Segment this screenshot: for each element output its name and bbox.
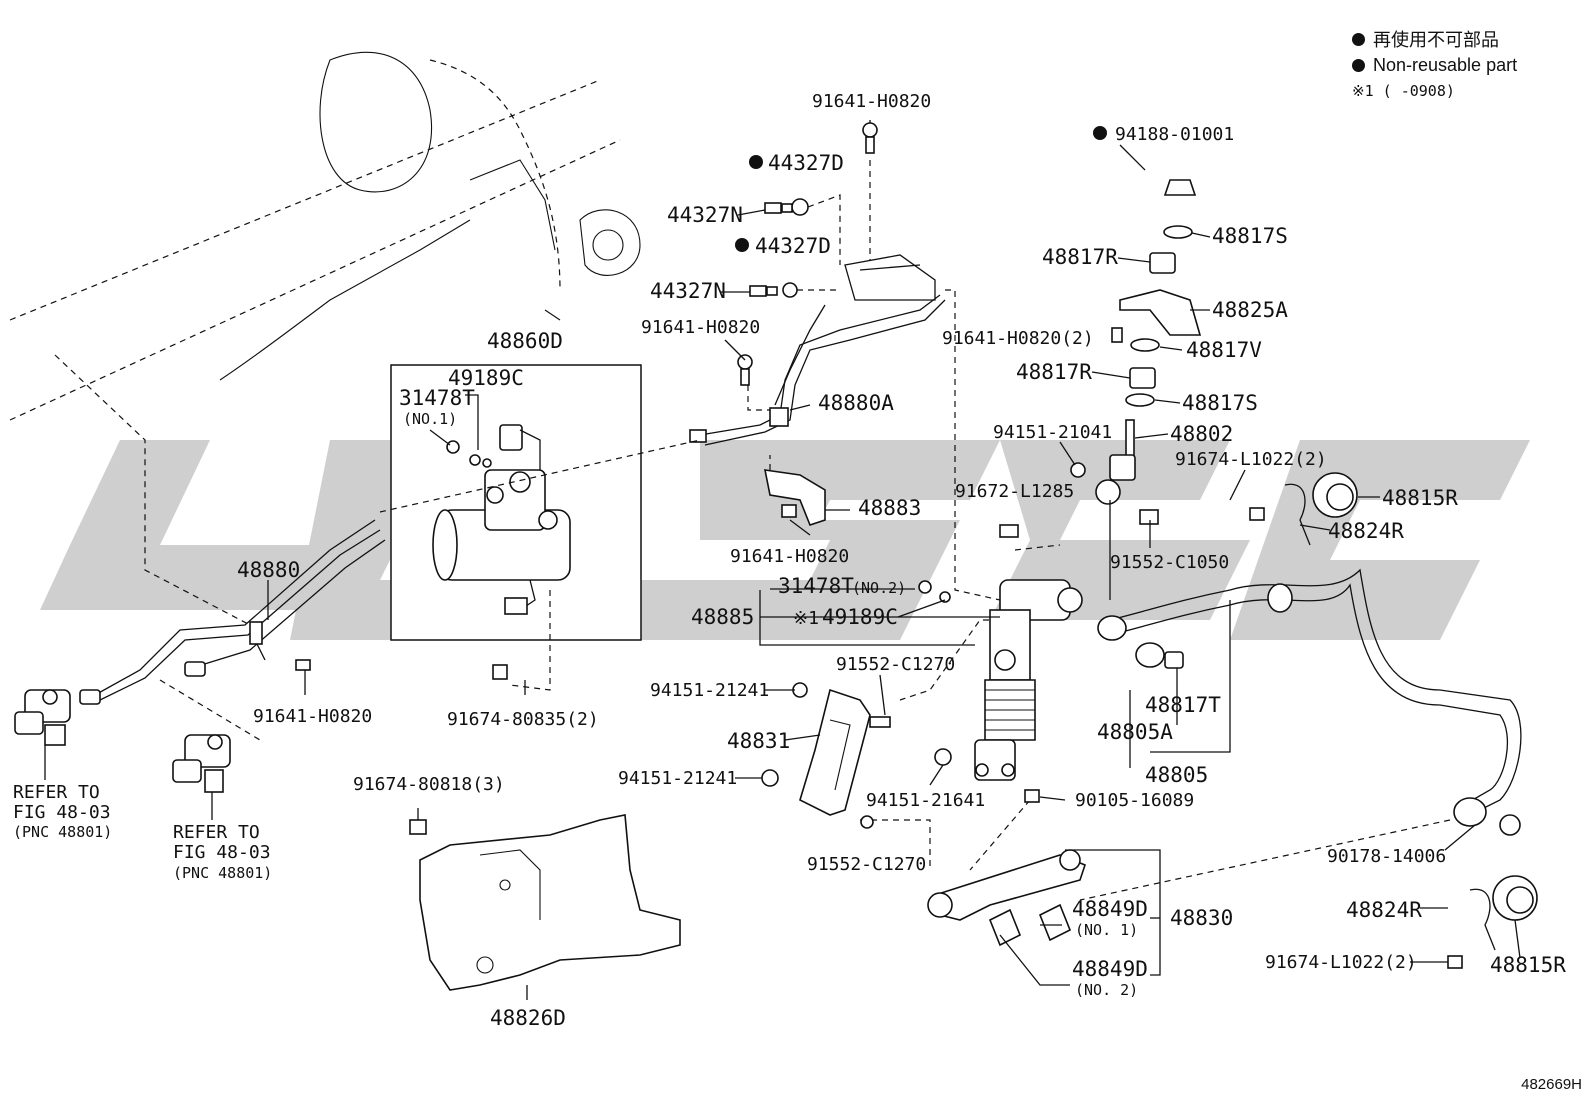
label-48831: 48831 (727, 729, 790, 753)
label-refer-b-3: (PNC 48801) (173, 864, 272, 882)
label-44327d-b: 44327D (755, 234, 831, 258)
label-48824r-b: 48824R (1346, 898, 1422, 922)
label-91641-h0820-2: 91641-H0820(2) (942, 328, 1094, 349)
bracket-48883 (763, 455, 826, 526)
label-48817s-b: 48817S (1182, 391, 1258, 415)
label-48883: 48883 (858, 496, 921, 520)
label-refer-a-1: REFER TO (13, 782, 100, 803)
label-48817r-b: 48817R (1016, 360, 1092, 384)
label-94188-01001: 94188-01001 (1115, 124, 1234, 145)
bushing-stack (1111, 179, 1202, 407)
lower-arm-48830 (927, 799, 1086, 947)
label-31478t-no2-sub: (NO.2) (852, 579, 906, 597)
actuator-48885 (918, 579, 1083, 781)
non-reusable-dot-icon (1352, 32, 1365, 46)
label-48849d-2-sub: (NO. 2) (1075, 981, 1138, 999)
stabilizer-bar (1079, 568, 1522, 901)
label-90105-16089: 90105-16089 (1075, 790, 1194, 811)
label-90178-14006: 90178-14006 (1327, 846, 1446, 867)
legend-ref: ※1 ( -0908) (1352, 82, 1455, 100)
bolts (295, 524, 1040, 803)
figure-id: 482669H (1521, 1076, 1582, 1093)
leaders (44, 120, 1521, 1000)
label-91674-l1022-a: 91674-L1022(2) (1175, 449, 1327, 470)
label-91552-c1050: 91552-C1050 (1110, 552, 1229, 573)
label-94151-21241-a: 94151-21241 (650, 680, 769, 701)
label-91672-l1285: 91672-L1285 (955, 481, 1074, 502)
label-91674-80835: 91674-80835(2) (447, 709, 599, 730)
clamps-right (1249, 472, 1538, 969)
label-48817s-a: 48817S (1212, 224, 1288, 248)
label-ref-mark: ※1 (793, 608, 819, 629)
label-44327n-b: 44327N (650, 279, 726, 303)
label-48817t: 48817T (1145, 693, 1221, 717)
legend-jp-text: 再使用不可部品 (1373, 30, 1499, 50)
label-49189c: 49189C (448, 366, 524, 390)
label-91641-h0820-a: 91641-H0820 (812, 91, 931, 112)
label-48849d-2: 48849D (1072, 957, 1148, 981)
label-48830: 48830 (1170, 906, 1233, 930)
label-94151-21241-b: 94151-21241 (618, 768, 737, 789)
label-48817r-a: 48817R (1042, 245, 1118, 269)
label-48849d-1: 48849D (1072, 897, 1148, 921)
tee-fitting-left (14, 689, 101, 746)
label-refer-b-1: REFER TO (173, 822, 260, 843)
legend-row-jp: 再使用不可部品 (1352, 26, 1582, 52)
label-48885: 48885 (691, 605, 754, 629)
label-48849d-1-sub: (NO. 1) (1075, 921, 1138, 939)
watermark (40, 440, 1530, 640)
label-48805a: 48805A (1097, 720, 1173, 744)
chassis-context (9, 51, 641, 626)
label-48817v: 48817V (1186, 338, 1262, 362)
label-44327n-a: 44327N (667, 203, 743, 227)
legend: 再使用不可部品 Non-reusable part ※1 ( -0908) (1352, 26, 1582, 100)
label-refer-b-2: FIG 48-03 (173, 842, 271, 863)
label-48815r-a: 48815R (1382, 486, 1458, 510)
label-91552-c1270-b: 91552-C1270 (807, 854, 926, 875)
leader-dash (159, 679, 261, 741)
label-48805: 48805 (1145, 763, 1208, 787)
legend-en-text: Non-reusable part (1373, 54, 1518, 75)
bracket-top (737, 122, 936, 411)
label-49189c-b: 49189C (822, 605, 898, 629)
pipe-48880A (689, 294, 946, 446)
label-48824r-a: 48824R (1328, 519, 1404, 543)
pipe-48880 (94, 519, 386, 701)
label-94151-21641: 94151-21641 (866, 790, 985, 811)
non-reusable-markers (735, 126, 1107, 252)
non-reusable-dot-icon (1352, 58, 1365, 72)
label-31478t: 31478T (399, 386, 475, 410)
label-refer-a-2: FIG 48-03 (13, 802, 111, 823)
label-48825a: 48825A (1212, 298, 1288, 322)
label-91674-l1022-b: 91674-L1022(2) (1265, 952, 1417, 973)
label-91674-80818: 91674-80818(3) (353, 774, 505, 795)
center-leaders (379, 289, 1061, 701)
label-31478t-no1: (NO.1) (403, 410, 457, 428)
label-91641-h0820-b: 91641-H0820 (641, 317, 760, 338)
legend-row-en: Non-reusable part (1352, 52, 1582, 78)
label-91641-h0820-d: 91641-H0820 (253, 706, 372, 727)
heat-shield-48826D (409, 814, 681, 991)
label-91552-c1270-a: 91552-C1270 (836, 654, 955, 675)
label-48880: 48880 (237, 558, 300, 582)
label-48802: 48802 (1170, 422, 1233, 446)
label-48860d: 48860D (487, 329, 563, 353)
label-94151-21041: 94151-21041 (993, 422, 1112, 443)
label-48815r-b: 48815R (1490, 953, 1566, 977)
label-48880a: 48880A (818, 391, 894, 415)
label-44327d-a: 44327D (768, 151, 844, 175)
label-31478t-no2: 31478T (778, 574, 854, 598)
rod-48802 (1070, 419, 1159, 600)
label-48826d: 48826D (490, 1006, 566, 1030)
bracket-48831 (761, 682, 931, 870)
label-91641-h0820-c: 91641-H0820 (730, 546, 849, 567)
part-labels: 91641-H0820 44327D 44327N 44327D 44327N … (13, 91, 1566, 1030)
tee-fitting-right (172, 661, 231, 793)
label-refer-a-3: (PNC 48801) (13, 823, 112, 841)
